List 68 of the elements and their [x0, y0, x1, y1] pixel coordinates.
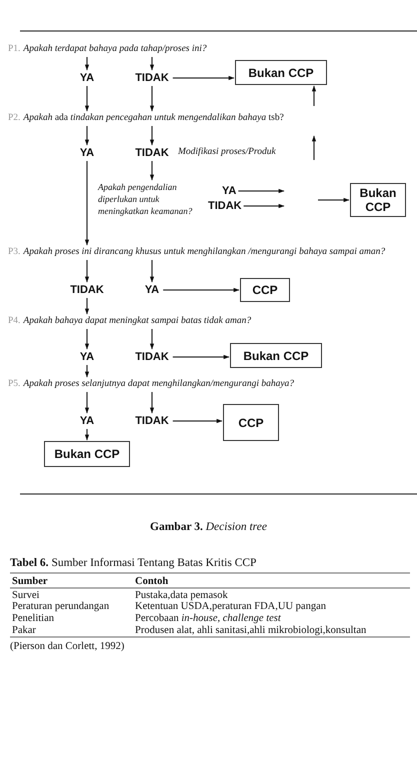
column-header: Contoh [135, 576, 168, 588]
source-note: (Pierson dan Corlett, 1992) [10, 641, 124, 653]
result-box: Bukan CCP [44, 441, 130, 467]
answer-label: TIDAK [135, 414, 169, 428]
question-number: P1. [8, 44, 20, 54]
table-cell: Pakar [12, 625, 36, 637]
arrow [318, 198, 350, 202]
arrow [150, 126, 154, 146]
question-text: Apakah pengendalian diperlukan untuk meningkatkan keamanan? [98, 181, 200, 217]
column-header: Sumber [12, 576, 48, 588]
question-text: Apakah proses ini dirancang khusus untuk menghilangkan /mengurangi bahaya sampai aman? [23, 247, 386, 257]
answer-label: TIDAK [135, 146, 169, 160]
arrow [84, 86, 90, 112]
arrow [238, 188, 285, 194]
table-cell: Ketentuan USDA,peraturan FDA,UU pangan [135, 601, 326, 613]
arrow [312, 85, 316, 106]
table-cell: Pustaka,data pemasok [135, 590, 228, 602]
arrow [150, 56, 154, 71]
arrow [150, 86, 154, 112]
question-text: Apakah bahaya dapat meningkat sampai batas tidak aman? [23, 316, 252, 326]
answer-label: YA [80, 350, 94, 364]
arrow [172, 354, 230, 360]
arrow [84, 56, 90, 71]
arrow [172, 76, 235, 80]
question-text: Apakah proses selanjutnya dapat menghilangkan/mengurangi bahaya? [23, 379, 294, 389]
arrow [150, 160, 154, 181]
answer-label: TIDAK [135, 350, 169, 364]
table-title: Tabel 6. Sumber Informasi Tentang Batas Kritis CCP [10, 557, 256, 569]
table-cell: Peraturan perundangan [12, 601, 110, 613]
result-box: CCP [240, 278, 290, 302]
result-box: Bukan CCP [350, 183, 406, 217]
arrow [84, 126, 90, 146]
arrow [84, 260, 90, 283]
result-box: Bukan CCP [230, 343, 322, 368]
arrow [172, 418, 223, 424]
arrow [150, 328, 154, 350]
question-number: P4. [8, 316, 20, 326]
answer-label: YA [222, 184, 236, 198]
arrow [84, 328, 90, 350]
table-cell: Survei [12, 590, 40, 602]
result-box: Bukan CCP [235, 60, 327, 85]
question-number: P2. [8, 113, 20, 123]
question-text: Apakah ada tindakan pencegahan untuk mengendalikan bahaya tsb? [23, 113, 284, 123]
arrow [84, 428, 90, 441]
arrow [150, 260, 154, 283]
note-text: Modifikasi proses/Produk [178, 146, 276, 159]
arrow [84, 364, 90, 378]
table-cell: Penelitian [12, 613, 54, 625]
arrow [162, 288, 240, 292]
question-text: Apakah terdapat bahaya pada tahap/proses ini? [23, 44, 207, 54]
table-cell: Percobaan in-house, challenge test [135, 613, 281, 625]
figure-caption: Gambar 3. Decision tree [149, 521, 268, 533]
question-number: P5. [8, 379, 20, 389]
arrow [243, 204, 285, 208]
answer-label: TIDAK [70, 283, 104, 297]
arrow [150, 392, 154, 414]
answer-label: YA [144, 283, 160, 297]
arrow [84, 160, 90, 246]
answer-label: TIDAK [208, 199, 242, 213]
answer-label: YA [80, 71, 94, 85]
table-cell: Produsen alat, ahli sanitasi,ahli mikrobiologi,konsultan [135, 625, 366, 637]
answer-label: YA [80, 414, 94, 428]
answer-label: YA [80, 146, 94, 160]
arrow [84, 392, 90, 414]
answer-label: TIDAK [135, 71, 169, 85]
result-box: CCP [223, 404, 279, 441]
question-number: P3. [8, 247, 20, 257]
arrow [84, 298, 90, 315]
